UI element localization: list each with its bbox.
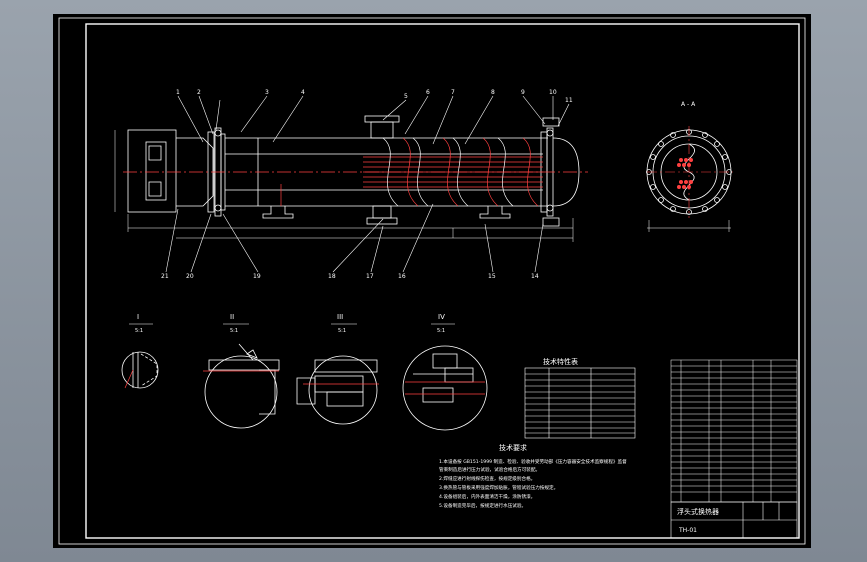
- tube-bundle: [225, 137, 543, 207]
- leader-label-bottom: 20: [186, 273, 194, 280]
- leader-numbers-top: 1 2 3 4 5 6 7 8 9 10 11: [176, 89, 573, 104]
- detail-headers: I 5:1 II 5:1 III 5:1 IV 5:1: [129, 313, 455, 334]
- leader-label-bottom: 16: [398, 273, 406, 280]
- parts-list: [670, 359, 798, 503]
- leader-label-bottom: 15: [488, 273, 496, 280]
- leaders-bottom: [165, 203, 544, 273]
- title-block-name: 浮头式换热器: [677, 507, 719, 516]
- leader-label-top: 7: [451, 89, 455, 96]
- leader-label-top: 10: [549, 89, 557, 96]
- tech-req-text: 1.本设备按 GB151-1999 制造、检验、验收并受劳动部《压力容器安全技术…: [439, 458, 627, 509]
- leader-label-top: 4: [301, 89, 305, 96]
- tech-req-line: 1.本设备按 GB151-1999 制造、检验、验收并受劳动部《压力容器安全技术…: [439, 458, 627, 465]
- tech-req-line: 3.换热管与管板采用强度焊加贴胀，管程试验压力按规定。: [439, 484, 558, 491]
- tech-req-line: 4.设备组装后，内外表面清洁干燥，涂防锈漆。: [439, 493, 535, 500]
- leader-label-top: 6: [426, 89, 430, 96]
- section-title-2: II: [230, 313, 234, 321]
- leaders-top: [177, 95, 570, 145]
- tech-char-title: 技术特性表: [543, 357, 578, 366]
- leader-label-bottom: 14: [531, 273, 539, 280]
- drawing-frame: [85, 23, 800, 539]
- leader-label-top: 8: [491, 89, 495, 96]
- leader-label-bottom: 17: [366, 273, 374, 280]
- section-scale-2: 5:1: [230, 328, 238, 334]
- detail-section-2: [204, 343, 280, 429]
- section-title-3: III: [337, 313, 343, 321]
- leader-label-top: 5: [404, 93, 408, 100]
- detail-section-3: [296, 355, 378, 425]
- leader-label-top: 11: [565, 97, 573, 104]
- main-elevation-view: [114, 115, 580, 242]
- leader-label-top: 1: [176, 89, 180, 96]
- title-block: [670, 501, 798, 539]
- tech-req-line: 2.焊缝应进行射线探伤检查，按规定级别合格。: [439, 475, 535, 482]
- section-scale-3: 5:1: [338, 328, 346, 334]
- section-title-4: IV: [438, 313, 445, 321]
- leader-label-top: 2: [197, 89, 201, 96]
- end-view-tubes: [677, 158, 693, 189]
- section-scale-1: 5:1: [135, 328, 143, 334]
- tech-req-title: 技术要求: [499, 443, 527, 452]
- drawing-border: [58, 17, 806, 545]
- cad-viewport[interactable]: 1 2 3 4 5 6 7 8 9 10 11 21 20 19 18 17 1…: [53, 14, 811, 548]
- end-view-label: A - A: [681, 101, 696, 108]
- drawing-number: TH-01: [678, 527, 697, 534]
- leader-numbers-bottom: 21 20 19 18 17 16 15 14: [161, 273, 539, 280]
- detail-section-4: [402, 345, 488, 431]
- tech-char-table: [524, 367, 636, 439]
- leader-label-bottom: 18: [328, 273, 336, 280]
- leader-label-bottom: 19: [253, 273, 261, 280]
- section-scale-4: 5:1: [437, 328, 445, 334]
- drawing-canvas: 1 2 3 4 5 6 7 8 9 10 11 21 20 19 18 17 1…: [58, 17, 806, 545]
- leader-label-top: 9: [521, 89, 525, 96]
- section-title-1: I: [137, 313, 139, 321]
- tech-req-line: 管束制造后进行压力试验，试验合格后方可装配。: [439, 466, 540, 473]
- tech-req-line: 5.设备制造完毕后，按规定进行水压试验。: [439, 502, 526, 509]
- leader-label-bottom: 21: [161, 273, 169, 280]
- leader-label-top: 3: [265, 89, 269, 96]
